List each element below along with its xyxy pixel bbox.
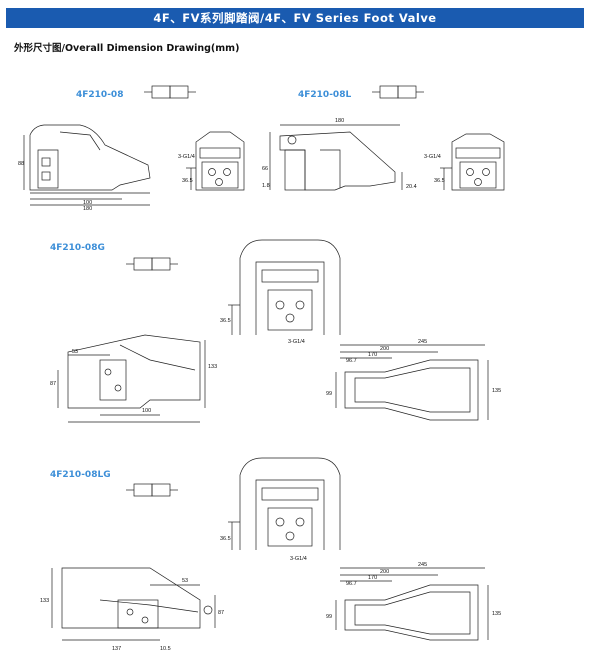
dim-08g-100: 100 [142, 408, 151, 414]
dim-08lg-137: 137 [112, 646, 121, 652]
valve-symbol-08l [372, 85, 424, 99]
drawing-08lg-plan-view [335, 567, 489, 641]
dim-08g-135: 135 [492, 388, 501, 394]
drawing-08lg-front-view [228, 457, 341, 550]
dim-08g-99: 99 [326, 391, 332, 397]
page-title-banner: 4F、FV系列脚踏阀/4F、FV Series Foot Valve [6, 8, 584, 28]
dim-08lg-3g14: 3-G1/4 [290, 556, 307, 562]
valve-symbol-08 [144, 85, 196, 99]
dim-08l-1-8: 1.8 [262, 183, 270, 189]
drawing-08lg-side-view [51, 567, 216, 641]
section-title: 外形尺寸图/Overall Dimension Drawing(mm) [14, 43, 240, 54]
drawing-08-front-view [186, 131, 245, 191]
model-label-08l: 4F210-08L [298, 90, 352, 100]
dim-08g-96-7: 96.7 [346, 358, 357, 364]
dim-08g-53: 53 [72, 349, 78, 355]
valve-symbol-08lg [126, 483, 178, 497]
dim-08l-66: 66 [262, 166, 268, 172]
dim-08-36-5: 36.5 [182, 178, 193, 184]
drawing-08g-plan-view [335, 344, 489, 421]
model-label-08lg: 4F210-08LG [50, 470, 111, 480]
dim-08lg-96-7: 96.7 [346, 581, 357, 587]
dim-08-180: 180 [83, 206, 92, 212]
dim-08lg-87: 87 [218, 610, 224, 616]
dim-08g-200: 200 [380, 346, 389, 352]
dim-08lg-200: 200 [380, 569, 389, 575]
dim-08lg-36-5: 36.5 [220, 536, 231, 542]
valve-symbol-08g [126, 257, 178, 271]
dim-08l-3g14: 3-G1/4 [424, 154, 441, 160]
dim-08g-245: 245 [418, 339, 427, 345]
dim-08g-133: 133 [208, 364, 217, 370]
dim-08lg-99: 99 [326, 614, 332, 620]
dim-08lg-245: 245 [418, 562, 427, 568]
dim-08lg-170: 170 [368, 575, 377, 581]
dim-08-88: 88 [18, 161, 24, 167]
drawing-08g-front-view [228, 239, 341, 335]
dim-08l-36-5: 36.5 [434, 178, 445, 184]
drawing-08-side-view [23, 124, 151, 206]
dim-08g-170: 170 [368, 352, 377, 358]
dim-08l-20-4: 20.4 [406, 184, 417, 190]
dim-08lg-10-5: 10.5 [160, 646, 171, 652]
drawing-08l-front-view [440, 133, 505, 191]
dim-08lg-135: 135 [492, 611, 501, 617]
dim-08g-36-5: 36.5 [220, 318, 231, 324]
dim-08g-3g14: 3-G1/4 [288, 339, 305, 345]
dim-08-100: 100 [83, 200, 92, 206]
dim-08l-180: 180 [335, 118, 344, 124]
drawing-08l-side-view [269, 124, 403, 191]
dim-08-3g14: 3-G1/4 [178, 154, 195, 160]
model-label-08g: 4F210-08G [50, 243, 105, 253]
dim-08g-87: 87 [50, 381, 56, 387]
model-label-08: 4F210-08 [76, 90, 124, 100]
dim-08lg-133: 133 [40, 598, 49, 604]
drawing-08g-side-view [57, 334, 206, 423]
dim-08lg-53: 53 [182, 578, 188, 584]
